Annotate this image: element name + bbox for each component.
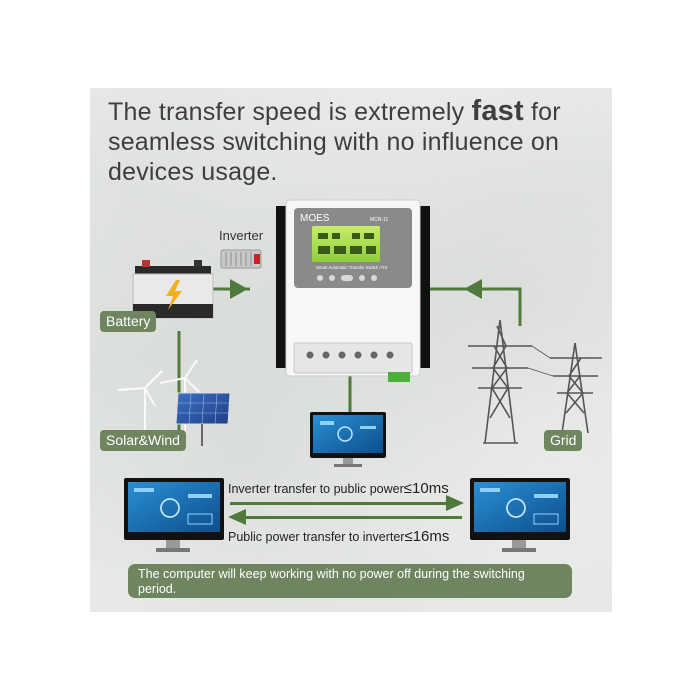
transfer-to-public: Inverter transfer to public power≤10ms (228, 480, 449, 497)
headline: The transfer speed is extremely fast for… (108, 96, 598, 187)
headline-line2: seamless switching with no influence on (108, 128, 560, 156)
headline-line1-end: for (523, 98, 561, 126)
transfer-to-public-time: ≤10ms (403, 480, 449, 497)
battery-tag: Battery (100, 311, 157, 332)
solar-panel-icon (175, 392, 231, 446)
monitor-left-icon (124, 478, 224, 552)
terminal-block (306, 351, 394, 359)
infographic-panel: The transfer speed is extremely fast for… (90, 88, 612, 612)
diagram-graphics: MOES MCR-11 Smart Automatic Transfer Swi… (117, 199, 602, 552)
device-brand: MOES (300, 213, 330, 224)
arrow-into-switch-icon (230, 279, 248, 299)
inverter-device (220, 249, 262, 269)
battery-device (132, 260, 214, 319)
lcd-digits (318, 233, 376, 254)
monitor-right-icon (470, 478, 570, 552)
device-buttons (317, 275, 377, 281)
device-caption: Smart Automatic Transfer Switch ATS (316, 265, 387, 270)
headline-line3: devices usage. (108, 158, 278, 186)
headline-line1-start: The transfer speed is extremely (108, 98, 472, 126)
arrow-from-grid-icon (464, 279, 482, 299)
lcd-screen (312, 226, 380, 262)
power-tower-icon (468, 319, 602, 444)
arrow-right-icon (446, 495, 464, 511)
transfer-to-inverter: Public power transfer to inverter≤16ms (228, 528, 449, 545)
ats-switch: MOES MCR-11 Smart Automatic Transfer Swi… (276, 199, 430, 382)
note-banner: The computer will keep working with no p… (128, 564, 572, 598)
arrow-left-icon (228, 509, 246, 525)
transfer-to-inverter-time: ≤16ms (404, 528, 450, 545)
grid-tag: Grid (544, 430, 583, 451)
monitor-center-icon (310, 412, 386, 467)
transfer-to-public-text: Inverter transfer to public power (228, 482, 404, 496)
transfer-to-inverter-text: Public power transfer to inverter (228, 530, 405, 544)
lightning-icon (166, 280, 182, 310)
device-model: MCR-11 (370, 217, 388, 223)
inverter-label: Inverter (219, 228, 264, 243)
transfer-arrows (228, 495, 464, 525)
headline-emphasis: fast (471, 95, 524, 127)
solar-wind-tag: Solar&Wind (100, 430, 186, 451)
green-connector (388, 372, 410, 382)
